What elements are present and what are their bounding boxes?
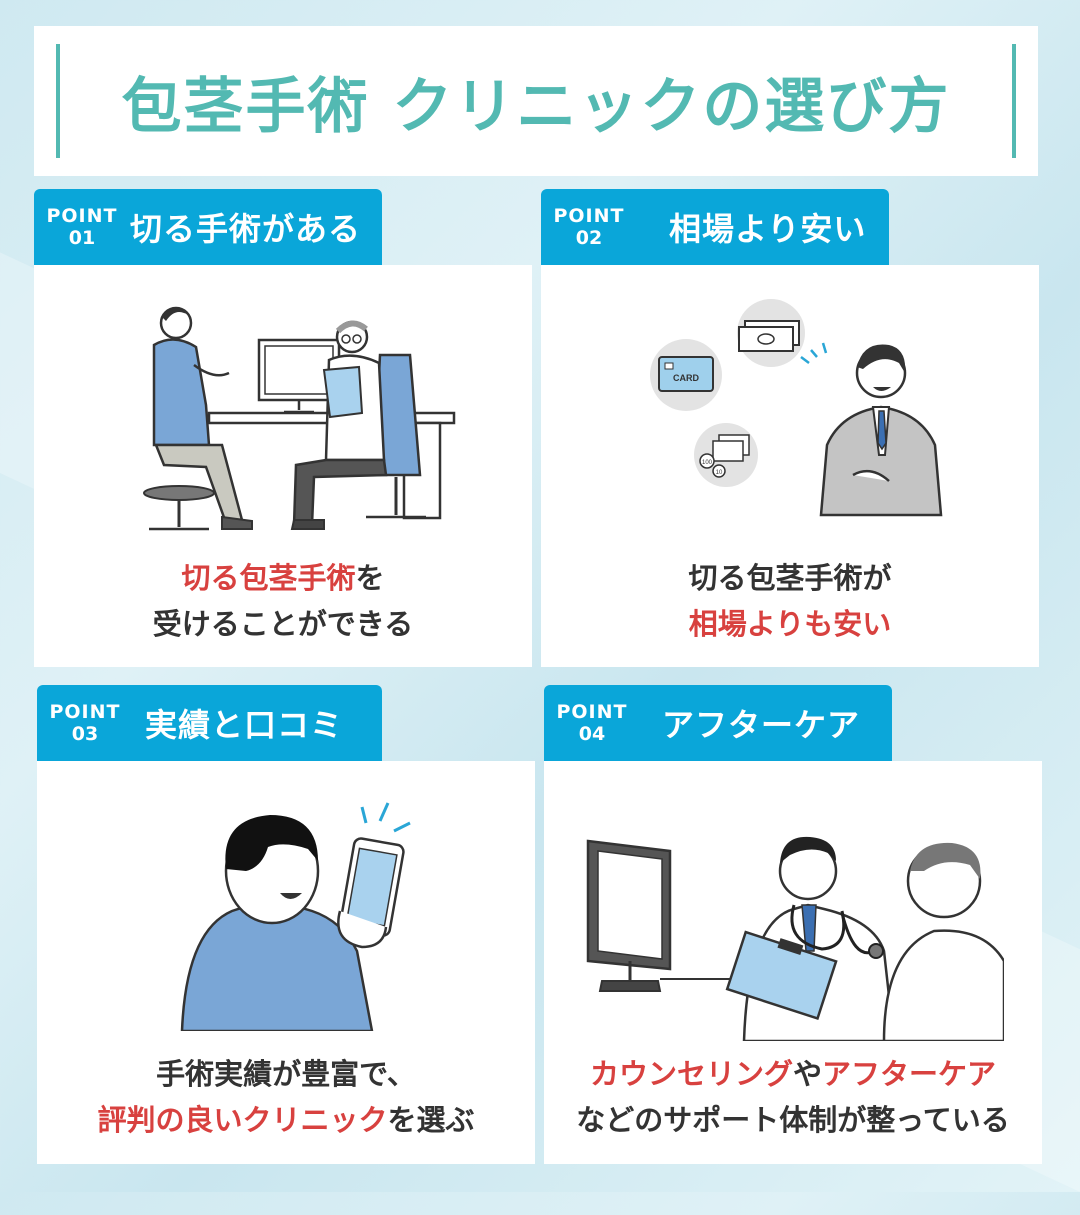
title-left-bar bbox=[56, 44, 60, 158]
affordable-price-illustration: CARD 100 10 bbox=[650, 299, 943, 517]
caption-line-2: 受けることができる bbox=[34, 601, 532, 647]
point-label: POINT bbox=[46, 204, 118, 227]
point-03-title: 実績と口コミ bbox=[145, 706, 344, 744]
title-right-bar bbox=[1012, 44, 1016, 158]
point-04-tab: POINT 04 アフターケア bbox=[544, 685, 892, 761]
page-title: 包茎手術 クリニックの選び方 bbox=[121, 71, 951, 142]
coin-10-label: 10 bbox=[716, 470, 723, 476]
caption-line-2: 評判の良いクリニックを選ぶ bbox=[37, 1097, 535, 1143]
caption-line-1: 切る包茎手術を bbox=[34, 555, 532, 601]
caption-text: 受けることができる bbox=[152, 607, 414, 641]
point-04-title: アフターケア bbox=[662, 706, 861, 744]
caption-text: 切る包茎手術が bbox=[688, 561, 892, 595]
caption-emphasis: 評判の良いクリニック bbox=[97, 1103, 388, 1137]
point-04-label: POINT 04 bbox=[544, 700, 640, 745]
caption-emphasis: 切る包茎手術 bbox=[181, 561, 356, 595]
point-03-card: 手術実績が豊富で、 評判の良いクリニックを選ぶ bbox=[37, 761, 535, 1164]
title-box: 包茎手術 クリニックの選び方 bbox=[34, 26, 1038, 176]
caption-text: を選ぶ bbox=[387, 1103, 475, 1137]
caption-emphasis: 相場よりも安い bbox=[688, 607, 892, 641]
point-number: 04 bbox=[578, 722, 606, 745]
point-02-title: 相場より安い bbox=[669, 210, 867, 248]
point-02-caption: 切る包茎手術が 相場よりも安い bbox=[541, 555, 1039, 647]
point-03-tab: POINT 03 実績と口コミ bbox=[37, 685, 382, 761]
point-01-card: 切る包茎手術を 受けることができる bbox=[34, 265, 532, 667]
caption-emphasis: アフターケア bbox=[822, 1057, 997, 1091]
point-label: POINT bbox=[49, 700, 121, 723]
point-04-caption: カウンセリングやアフターケア などのサポート体制が整っている bbox=[544, 1051, 1042, 1143]
point-01-caption: 切る包茎手術を 受けることができる bbox=[34, 555, 532, 647]
caption-text: や bbox=[792, 1057, 822, 1091]
point-label: POINT bbox=[556, 700, 628, 723]
caption-emphasis: カウンセリング bbox=[589, 1057, 793, 1091]
card-label: CARD bbox=[673, 373, 699, 383]
point-label: POINT bbox=[553, 204, 625, 227]
smartphone-review-illustration bbox=[180, 802, 411, 1031]
point-01-title: 切る手術がある bbox=[130, 210, 362, 248]
caption-line-1: カウンセリングやアフターケア bbox=[544, 1051, 1042, 1097]
point-number: 03 bbox=[71, 722, 99, 745]
aftercare-illustration bbox=[586, 836, 1004, 1041]
point-number: 02 bbox=[575, 226, 603, 249]
point-03-label: POINT 03 bbox=[37, 700, 133, 745]
point-02-label: POINT 02 bbox=[541, 204, 637, 249]
point-01-tab: POINT 01 切る手術がある bbox=[34, 189, 382, 265]
point-02-tab: POINT 02 相場より安い bbox=[541, 189, 889, 265]
point-04-card: カウンセリングやアフターケア などのサポート体制が整っている bbox=[544, 761, 1042, 1164]
caption-line-2: などのサポート体制が整っている bbox=[544, 1097, 1042, 1143]
caption-text: などのサポート体制が整っている bbox=[576, 1103, 1010, 1137]
consultation-illustration bbox=[143, 306, 456, 531]
caption-line-2: 相場よりも安い bbox=[541, 601, 1039, 647]
coin-100-label: 100 bbox=[702, 460, 713, 466]
caption-line-1: 手術実績が豊富で、 bbox=[37, 1051, 535, 1097]
caption-text: 手術実績が豊富で、 bbox=[156, 1057, 416, 1091]
point-02-card: CARD 100 10 切る包茎手術が 相場よりも安い bbox=[541, 265, 1039, 667]
point-03-caption: 手術実績が豊富で、 評判の良いクリニックを選ぶ bbox=[37, 1051, 535, 1143]
caption-text: を bbox=[355, 561, 385, 595]
point-number: 01 bbox=[68, 226, 96, 249]
caption-line-1: 切る包茎手術が bbox=[541, 555, 1039, 601]
point-01-label: POINT 01 bbox=[34, 204, 130, 249]
